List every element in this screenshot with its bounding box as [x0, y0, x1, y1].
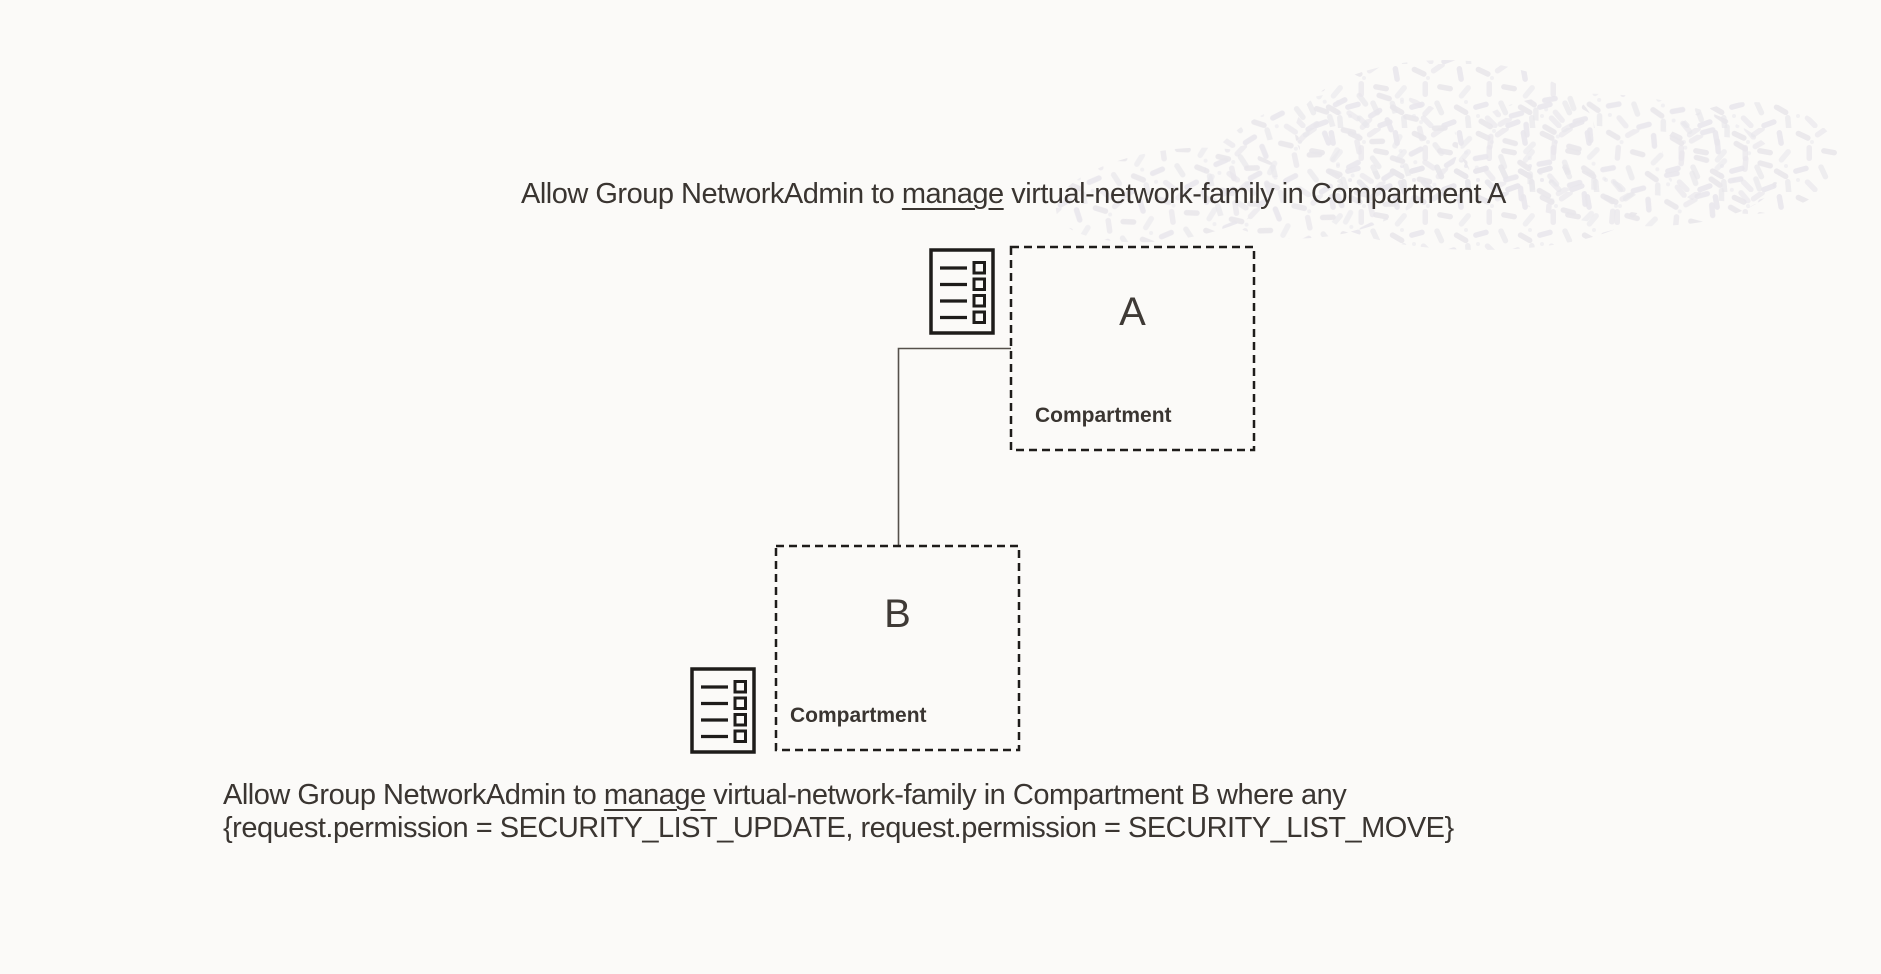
- compartment-a-box: [1009, 245, 1256, 452]
- policy-b-conditions: {request.permission = SECURITY_LIST_UPDA…: [223, 812, 1454, 844]
- compartment-a-label: Compartment: [1035, 404, 1172, 427]
- compartment-b-box: [774, 544, 1021, 752]
- compartment-a-letter: A: [1119, 290, 1146, 334]
- policy-statement-b: Allow Group NetworkAdmin to manage virtu…: [223, 779, 1454, 845]
- decorative-dash-pattern: [1055, 60, 1838, 250]
- policy-b-text-after: virtual-network-family in Compartment B …: [705, 779, 1347, 811]
- policy-b-line2: {request.permission = SECURITY_LIST_UPDA…: [223, 812, 1454, 845]
- policy-b-manage-underlined: manage: [603, 779, 706, 811]
- connector-line: [897, 347, 1011, 547]
- policy-a-text-before: Allow Group NetworkAdmin to: [521, 178, 902, 210]
- policy-list-icon: [929, 248, 995, 335]
- policy-a-text-after: virtual-network-family in Compartment A: [1003, 178, 1506, 210]
- policy-a-manage-underlined: manage: [901, 178, 1004, 210]
- compartment-b-label: Compartment: [790, 704, 927, 727]
- compartment-b-letter: B: [884, 592, 911, 636]
- policy-statement-a: Allow Group NetworkAdmin to manage virtu…: [521, 178, 1506, 211]
- policy-list-icon: [690, 667, 756, 754]
- policy-b-line1: Allow Group NetworkAdmin to manage virtu…: [223, 779, 1454, 812]
- policy-b-text-before: Allow Group NetworkAdmin to: [223, 779, 604, 811]
